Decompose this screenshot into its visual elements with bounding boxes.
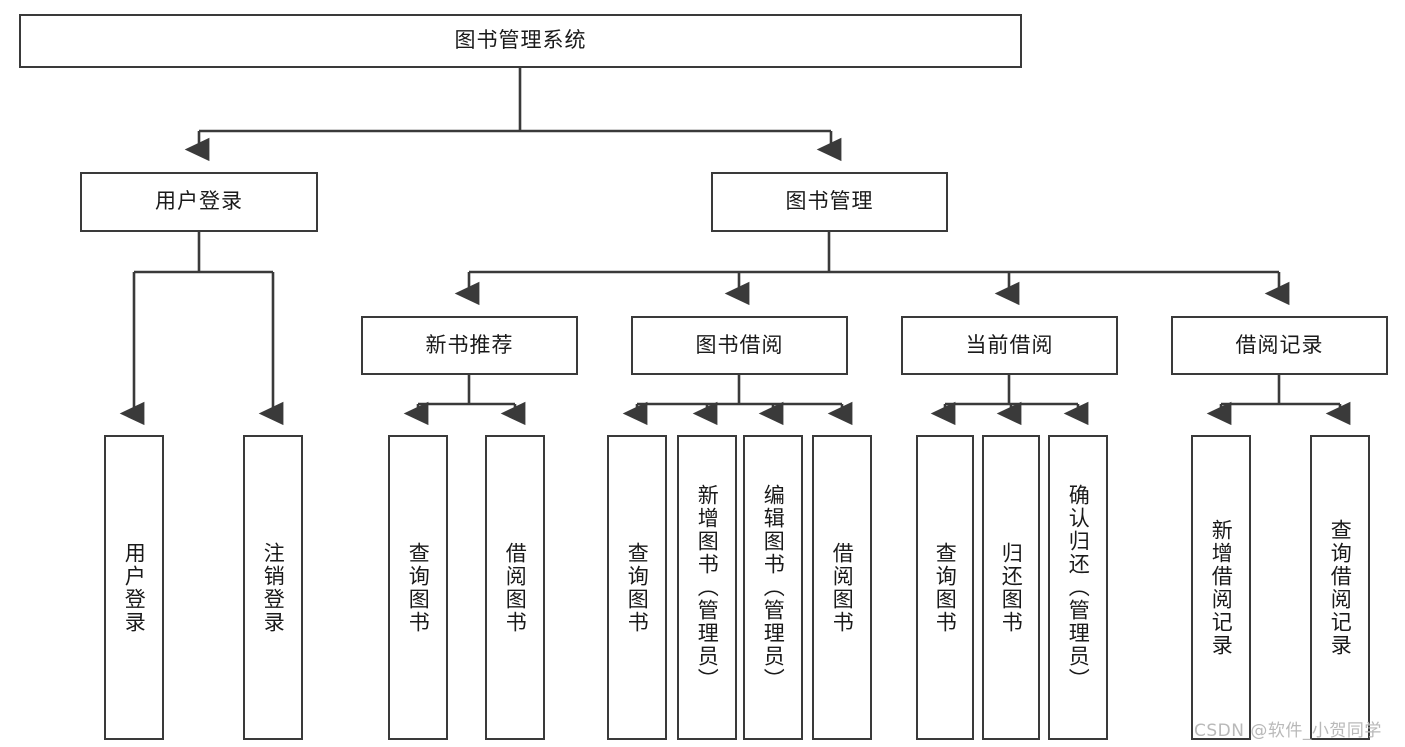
node-leaf-borrow-book-1[interactable]: 借阅图书	[485, 435, 545, 740]
node-book-borrow[interactable]: 图书借阅	[631, 316, 848, 375]
node-leaf-logout-label: 注销登录	[261, 541, 286, 634]
node-leaf-user-login[interactable]: 用户登录	[104, 435, 164, 740]
node-leaf-confirm-return[interactable]: 确认归还（管理员）	[1048, 435, 1108, 740]
node-leaf-return-book[interactable]: 归还图书	[982, 435, 1040, 740]
node-leaf-add-record[interactable]: 新增借阅记录	[1191, 435, 1251, 740]
node-leaf-query-book-2[interactable]: 查询图书	[607, 435, 667, 740]
node-leaf-add-book[interactable]: 新增图书（管理员）	[677, 435, 737, 740]
node-leaf-borrow-book-2[interactable]: 借阅图书	[812, 435, 872, 740]
node-book-manage[interactable]: 图书管理	[711, 172, 948, 232]
node-leaf-add-record-label: 新增借阅记录	[1209, 518, 1234, 657]
node-root-label: 图书管理系统	[454, 28, 587, 53]
node-leaf-query-record[interactable]: 查询借阅记录	[1310, 435, 1370, 740]
node-leaf-query-book-3[interactable]: 查询图书	[916, 435, 974, 740]
node-leaf-query-book-1-label: 查询图书	[406, 541, 431, 634]
node-leaf-query-record-label: 查询借阅记录	[1328, 518, 1353, 657]
node-current-borrow-label: 当前借阅	[965, 332, 1054, 357]
node-leaf-user-login-label: 用户登录	[122, 541, 147, 634]
csdn-watermark: CSDN @软件_小贺同学	[1194, 721, 1382, 741]
node-leaf-confirm-return-label: 确认归还（管理员）	[1066, 484, 1091, 691]
node-new-book-recommend[interactable]: 新书推荐	[361, 316, 578, 375]
node-book-manage-label: 图书管理	[785, 189, 874, 214]
node-user-login-label: 用户登录	[155, 189, 243, 214]
node-root[interactable]: 图书管理系统	[19, 14, 1022, 68]
node-leaf-add-book-label: 新增图书（管理员）	[695, 484, 720, 691]
node-borrow-record-label: 借阅记录	[1235, 332, 1324, 357]
node-current-borrow[interactable]: 当前借阅	[901, 316, 1118, 375]
node-leaf-edit-book[interactable]: 编辑图书（管理员）	[743, 435, 803, 740]
node-leaf-borrow-book-1-label: 借阅图书	[503, 541, 528, 634]
node-leaf-query-book-1[interactable]: 查询图书	[388, 435, 448, 740]
node-leaf-query-book-3-label: 查询图书	[933, 541, 958, 634]
node-leaf-return-book-label: 归还图书	[999, 541, 1024, 634]
node-borrow-record[interactable]: 借阅记录	[1171, 316, 1388, 375]
node-leaf-edit-book-label: 编辑图书（管理员）	[761, 484, 786, 691]
node-book-borrow-label: 图书借阅	[695, 332, 784, 357]
node-leaf-query-book-2-label: 查询图书	[625, 541, 650, 634]
node-leaf-logout[interactable]: 注销登录	[243, 435, 303, 740]
node-user-login[interactable]: 用户登录	[80, 172, 318, 232]
node-new-book-recommend-label: 新书推荐	[425, 332, 514, 357]
node-leaf-borrow-book-2-label: 借阅图书	[830, 541, 855, 634]
